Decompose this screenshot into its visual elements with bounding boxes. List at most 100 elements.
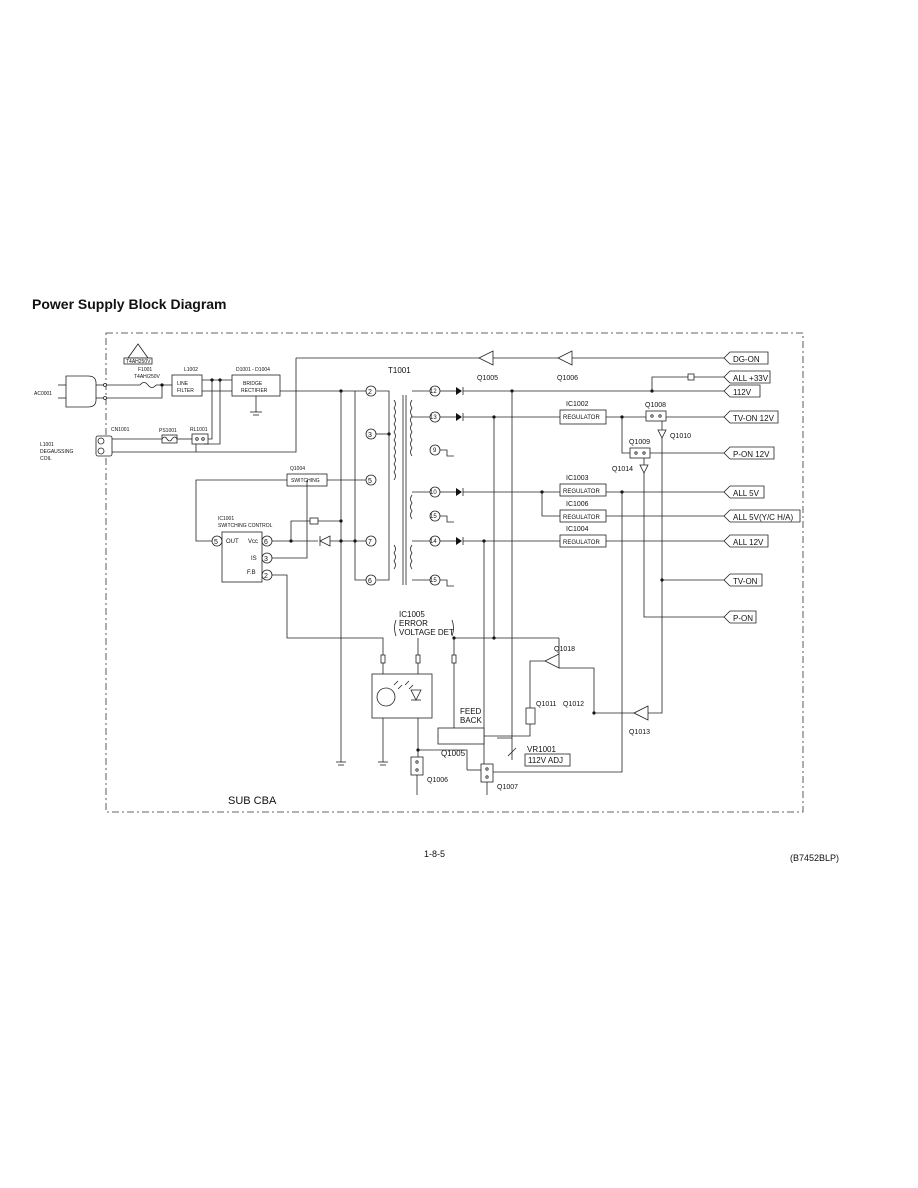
svg-text:Q1018: Q1018 [554, 646, 575, 653]
svg-text:P-ON: P-ON [733, 614, 753, 623]
q1014-icon [639, 464, 649, 474]
svg-text:P-ON 12V: P-ON 12V [733, 450, 770, 459]
cn1001-label: CN1001 [111, 427, 130, 433]
line-filter-l2: FILTER [177, 388, 194, 394]
feedback-box [437, 727, 485, 745]
svg-text:10: 10 [430, 490, 437, 496]
ic1001-pin-out [211, 535, 223, 547]
svg-text:TV-ON 12V: TV-ON 12V [733, 414, 775, 423]
svg-text:VR1001: VR1001 [527, 745, 556, 754]
q1010-icon [657, 429, 667, 439]
svg-text:ALL 12V: ALL 12V [733, 538, 764, 547]
ac-input-label: AC0001 [34, 391, 52, 397]
posistor-icon [161, 434, 178, 444]
svg-text:TV-ON: TV-ON [733, 577, 758, 586]
fuse-value: T4AH/250V [134, 374, 161, 380]
output-all-33v: ALL +33V [723, 370, 771, 384]
svg-text:Q1013: Q1013 [629, 729, 650, 736]
output-p-on-12v: P-ON 12V [723, 446, 775, 460]
q1008-switch [645, 410, 667, 422]
fuse-icon [139, 382, 157, 388]
svg-text:IC1005: IC1005 [399, 610, 425, 619]
coil-l2: COIL [40, 456, 52, 462]
svg-text:13: 13 [430, 415, 437, 421]
q1005-top-icon [478, 350, 494, 366]
optocoupler-box [371, 673, 433, 719]
svg-text:ALL 5V(Y/C H/A): ALL 5V(Y/C H/A) [733, 513, 794, 522]
svg-text:IS: IS [251, 556, 257, 562]
svg-text:15: 15 [430, 514, 437, 520]
warning-triangle-icon [123, 343, 153, 365]
svg-text:Q1011: Q1011 [536, 701, 557, 708]
switching-ref: Q1004 [290, 466, 305, 472]
q1006-top-label: Q1006 [557, 375, 578, 382]
ground-icon [336, 761, 346, 766]
output-p-on: P-ON [723, 610, 757, 624]
ic1003-box [559, 483, 607, 497]
rectifier-l1: BRIDGE [243, 381, 263, 387]
ic1001-ref: IC1001 [218, 516, 234, 522]
ic1001-name: SWITCHING CONTROL [218, 523, 273, 529]
switching-label: SWITCHING [291, 478, 320, 484]
svg-text:112V: 112V [733, 388, 752, 397]
page-title: Power Supply Block Diagram [32, 296, 227, 312]
output-all-5v-yc: ALL 5V(Y/C H/A) [723, 509, 801, 523]
svg-text:OUT: OUT [226, 539, 239, 545]
svg-text:6: 6 [368, 578, 372, 585]
diode-10-icon [456, 488, 462, 496]
svg-text:112V ADJ: 112V ADJ [528, 756, 563, 765]
svg-text:3: 3 [368, 432, 372, 439]
svg-text:ALL 5V: ALL 5V [733, 489, 760, 498]
svg-text:FEED: FEED [460, 707, 482, 716]
svg-text:IC1004: IC1004 [566, 526, 589, 533]
svg-text:7: 7 [368, 539, 372, 546]
vr1001-icon [507, 738, 517, 760]
document-code: (B7452BLP) [790, 853, 840, 863]
svg-text:2: 2 [264, 573, 268, 580]
svg-text:Q1007: Q1007 [497, 784, 518, 791]
transformer-label: T1001 [388, 366, 411, 375]
svg-text:14: 14 [430, 539, 437, 545]
diode-14-icon [456, 537, 462, 545]
output-tv-on-12v: TV-ON 12V [723, 410, 779, 424]
rl1001-label: RL1001 [190, 427, 208, 433]
ground-icon [250, 411, 262, 416]
ic1001-box [221, 531, 263, 583]
diode-12-icon [456, 387, 462, 395]
svg-text:ALL +33V: ALL +33V [733, 374, 769, 383]
output-112v: 112V [723, 384, 761, 398]
transformer-windings [393, 395, 413, 585]
svg-text:Q1010: Q1010 [670, 433, 691, 440]
pin-6 [365, 574, 377, 586]
ground-icon [378, 761, 388, 766]
svg-text:12: 12 [430, 389, 437, 395]
svg-text:IC1006: IC1006 [566, 501, 589, 508]
output-all-5v: ALL 5V [723, 485, 765, 499]
sub-cba-border [105, 332, 804, 813]
q1013-icon [633, 705, 649, 721]
svg-text:DG-ON: DG-ON [733, 355, 760, 364]
page-number: 1-8-5 [424, 849, 446, 859]
svg-text:Q1012: Q1012 [563, 701, 584, 708]
svg-text:6: 6 [264, 539, 268, 546]
vr1001-label-box [524, 753, 571, 767]
q1006-top-icon [557, 350, 573, 366]
svg-text:REGULATOR: REGULATOR [563, 515, 600, 521]
diode-13-icon [456, 413, 462, 421]
q1009-switch [629, 447, 651, 459]
coil-l1: DEGAUSSING [40, 449, 73, 455]
output-dg-on: DG-ON [723, 351, 769, 365]
svg-text:Q1005: Q1005 [441, 749, 466, 758]
rectifier-ref: D1001 - D1004 [236, 367, 270, 373]
output-all-12v: ALL 12V [723, 534, 769, 548]
svg-text:3: 3 [264, 556, 268, 563]
svg-text:ERROR: ERROR [399, 619, 428, 628]
line-filter-box [171, 374, 203, 397]
q1007-switch [480, 763, 494, 783]
svg-text:IC1003: IC1003 [566, 475, 589, 482]
line-filter-ref: L1002 [184, 367, 198, 373]
svg-text:15: 15 [430, 578, 437, 584]
coil-ref: L1001 [40, 442, 54, 448]
svg-text:Q1009: Q1009 [629, 439, 650, 446]
